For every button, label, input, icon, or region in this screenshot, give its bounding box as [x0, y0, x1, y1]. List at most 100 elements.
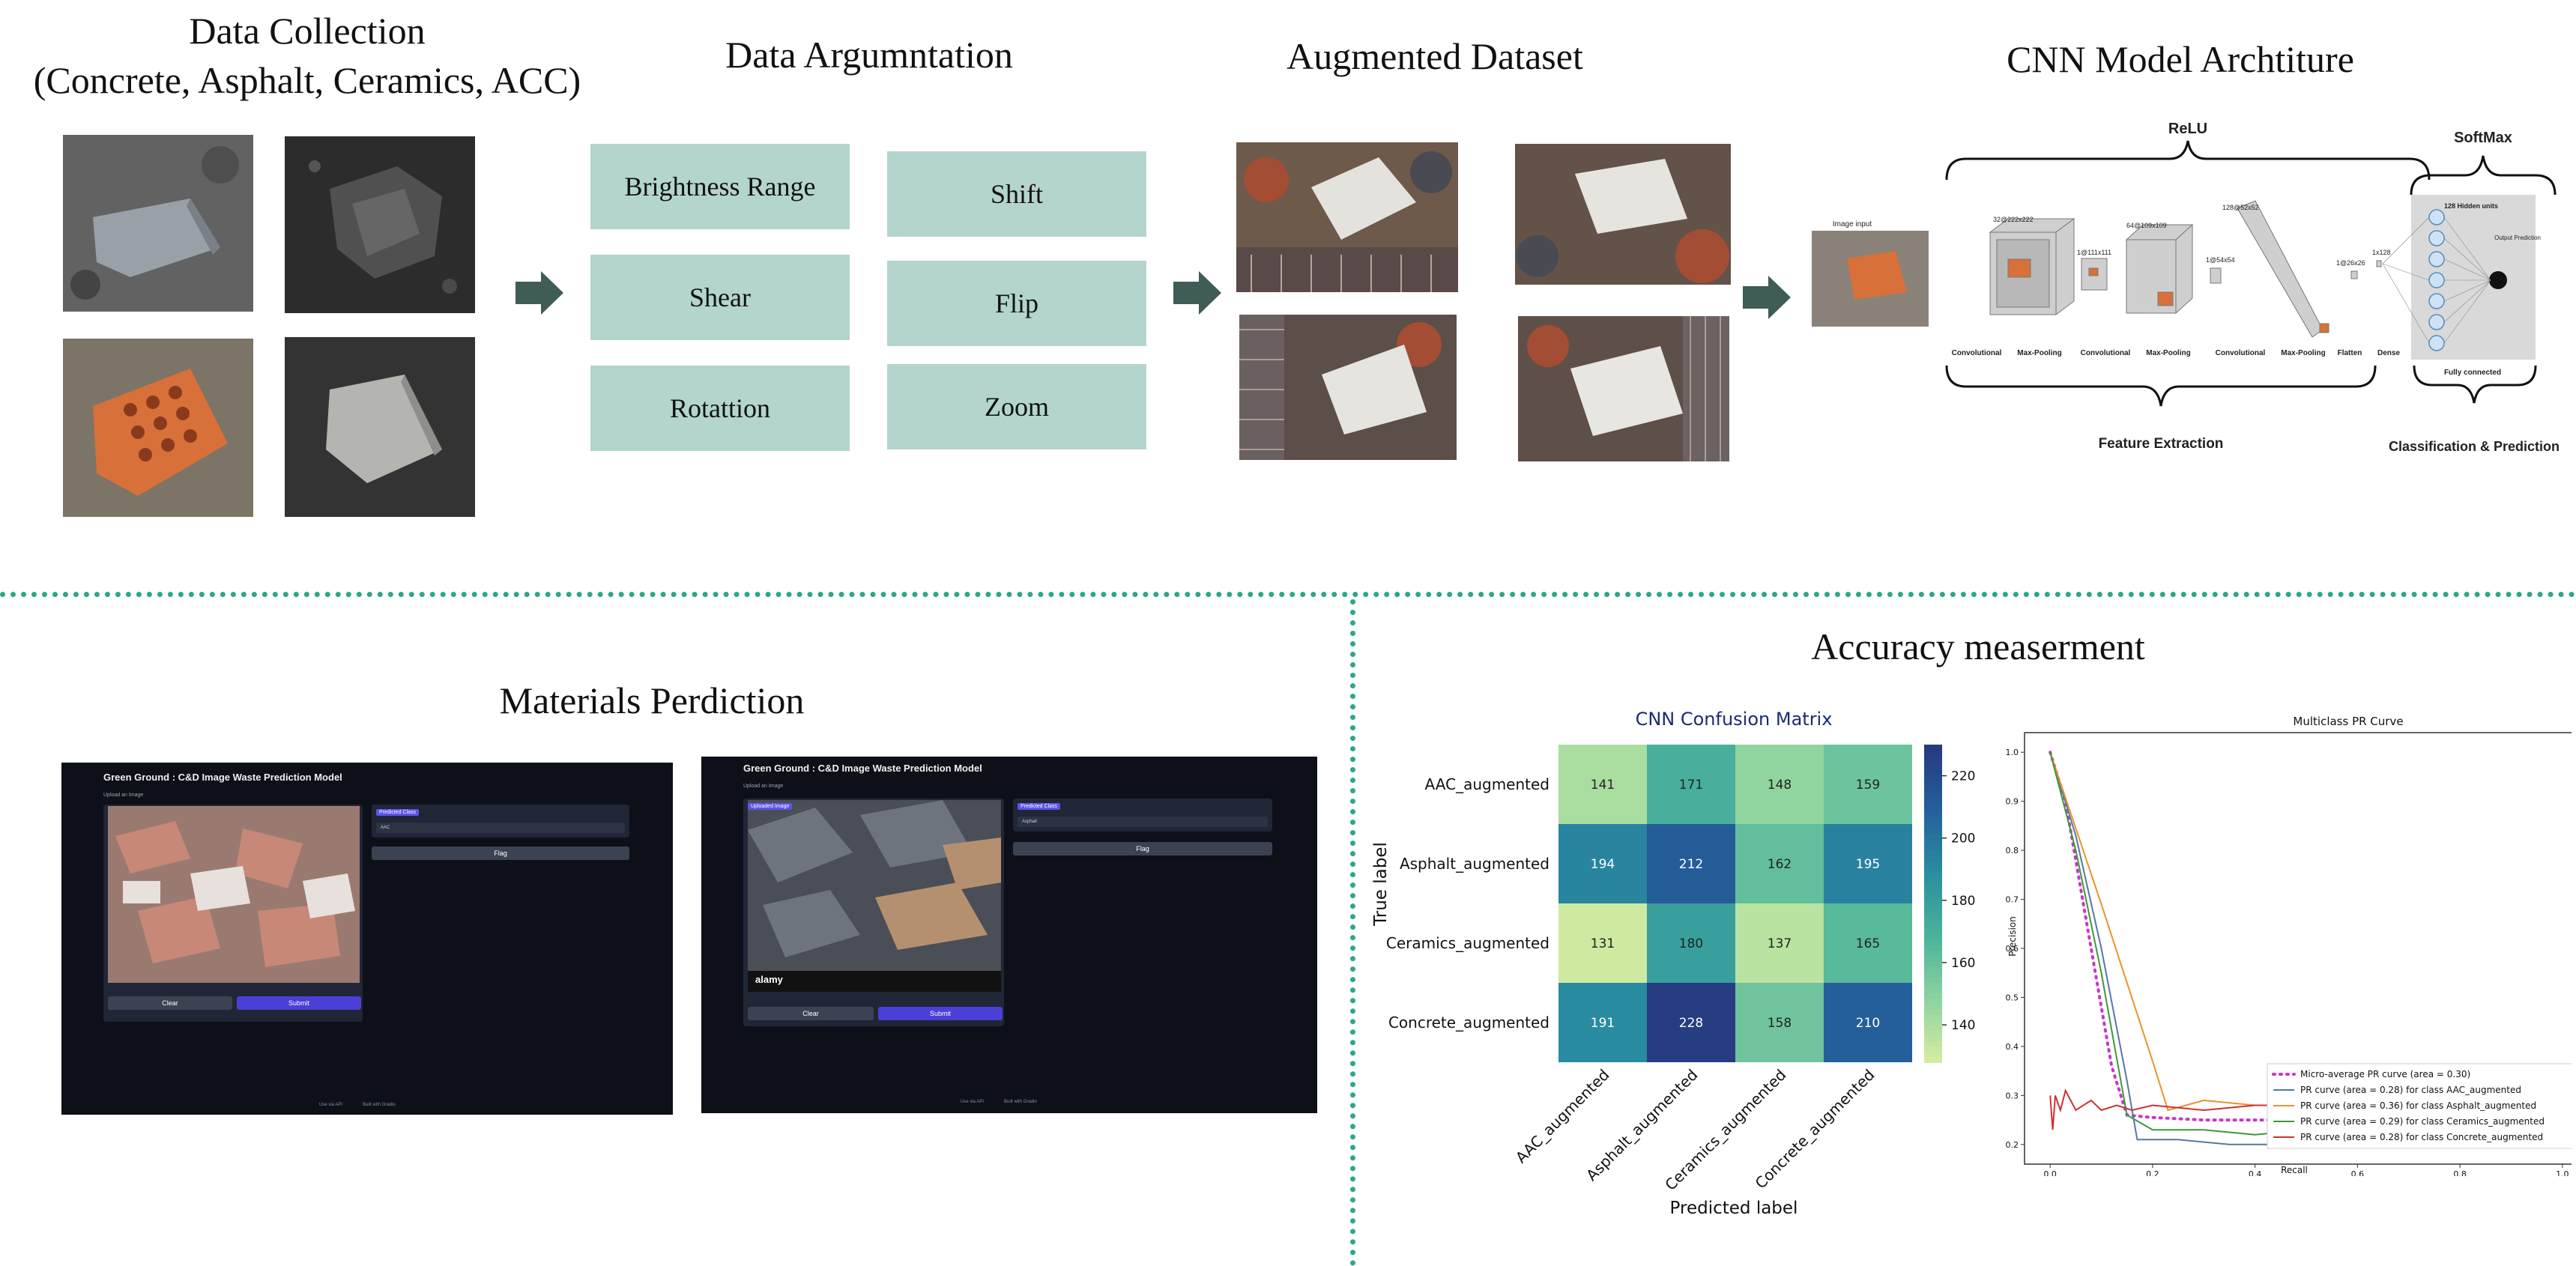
y-tick-label: 0.5	[2006, 993, 2019, 1002]
x-tick-label: 0.0	[2043, 1169, 2057, 1176]
colorbar-segment	[1924, 855, 1942, 862]
pr-series-line	[2049, 1088, 2306, 1130]
hidden-units-label: 128 Hidden units	[2444, 202, 2498, 210]
pr-curve-ylabel: Precision	[2007, 916, 2018, 957]
colorbar-segment	[1924, 951, 1942, 957]
use-api-link[interactable]: Use via API	[961, 1100, 985, 1104]
heatmap-cell	[1558, 745, 1647, 824]
colorbar-segment	[1924, 897, 1942, 904]
heatmap-value-label: 159	[1856, 778, 1880, 793]
cnn-layer-label: Flatten	[2338, 349, 2362, 357]
colorbar-segment	[1924, 1051, 1942, 1058]
heatmap-cell	[1824, 903, 1912, 983]
colorbar-tick-label: 220	[1951, 769, 1975, 784]
colorbar-segment	[1924, 909, 1942, 915]
use-api-link[interactable]: Use via API	[319, 1103, 343, 1107]
concrete-sample-photo	[63, 135, 253, 312]
x-tick-label: 0.4	[2249, 1169, 2262, 1176]
flag-button[interactable]: Flag	[1013, 842, 1272, 855]
submit-button[interactable]: Submit	[878, 1007, 1003, 1020]
augmentation-box-shift: Shift	[887, 151, 1146, 237]
colorbar-segment	[1924, 861, 1942, 867]
colorbar-segment	[1924, 871, 1942, 878]
cnn-dim-label: 1x128	[2372, 249, 2391, 256]
heatmap-cell	[1558, 903, 1647, 983]
x-tick-label: 1.0	[2556, 1169, 2569, 1176]
cnn-layer-label: Max-Pooling	[2017, 349, 2061, 357]
colorbar-segment	[1924, 781, 1942, 788]
colorbar-segment	[1924, 792, 1942, 799]
colorbar-segment	[1924, 977, 1942, 984]
y-tick-label: 0.3	[2006, 1091, 2019, 1100]
cnn-dim-label: 128@52x52	[2222, 204, 2259, 211]
predicted-class-tag: Predicted Class	[1018, 803, 1061, 810]
augmentation-box-rotation: Rotattion	[590, 366, 850, 451]
heatmap-value-label: 131	[1591, 936, 1615, 951]
heatmap-cell	[1647, 903, 1735, 983]
colorbar-segment	[1924, 813, 1942, 820]
heatmap-value-label: 228	[1679, 1016, 1703, 1031]
colorbar-segment	[1924, 999, 1942, 1005]
heatmap-cell	[1735, 824, 1824, 903]
colorbar-segment	[1924, 945, 1942, 952]
heatmap-value-label: 191	[1591, 1016, 1615, 1031]
watermark-text: alamy	[755, 974, 783, 985]
colorbar-segment	[1924, 924, 1942, 931]
pr-series-line	[2049, 751, 2307, 1136]
colorbar-segment	[1924, 1004, 1942, 1011]
colorbar-tick-label: 160	[1951, 956, 1975, 971]
heatmap-value-label: 148	[1768, 778, 1792, 793]
y-tick-label: 0.9	[2006, 797, 2019, 807]
colorbar-segment	[1924, 755, 1942, 762]
clear-button[interactable]: Clear	[748, 1007, 874, 1020]
feature-extraction-label: Feature Extraction	[2099, 436, 2224, 452]
heatmap-value-label: 194	[1591, 857, 1615, 872]
relu-label: ReLU	[2168, 121, 2207, 137]
cnn-title: CNN Model Archtiture	[2007, 38, 2354, 80]
heatmap-cell	[1824, 824, 1912, 903]
clear-button[interactable]: Clear	[108, 996, 232, 1010]
pr-curve-xlabel: Recall	[2281, 1165, 2308, 1175]
heatmap-cell	[1647, 983, 1735, 1062]
colorbar-segment	[1924, 961, 1942, 968]
y-tick-label: 1.0	[2006, 748, 2019, 757]
built-with-gradio-link[interactable]: Built with Gradio	[1004, 1100, 1037, 1104]
cnn-layer-label: Convolutional	[2081, 349, 2131, 357]
aac-sample-photo	[285, 337, 475, 517]
output-prediction-label: Output Prediction	[2494, 234, 2541, 241]
colorbar-segment	[1924, 1014, 1942, 1021]
colorbar-segment	[1924, 760, 1942, 767]
y-tick-label: 0.2	[2006, 1140, 2019, 1150]
colorbar-segment	[1924, 750, 1942, 757]
section-divider-vertical	[1350, 599, 1355, 1266]
colorbar-segment	[1924, 840, 1942, 846]
pr-curve-title: Multiclass PR Curve	[2293, 715, 2403, 728]
colorbar-segment	[1924, 1046, 1942, 1053]
legend-label: PR curve (area = 0.28) for class AAC_aug…	[2300, 1085, 2521, 1095]
colorbar-segment	[1924, 1041, 1942, 1047]
heatmap-cell	[1824, 983, 1912, 1062]
colorbar-segment	[1924, 919, 1942, 926]
heatmap-row-label: Asphalt_augmented	[1400, 855, 1549, 873]
cnn-layer-label: Convolutional	[1952, 349, 2002, 357]
heatmap-value-label: 165	[1856, 936, 1880, 951]
x-tick-label: 0.2	[2146, 1169, 2159, 1176]
uploaded-image-tag: Uploaded Image	[748, 803, 793, 810]
flag-button[interactable]: Flag	[372, 846, 629, 860]
submit-button[interactable]: Submit	[237, 996, 361, 1010]
arrow-right-icon	[1173, 271, 1221, 315]
prediction-title: Materials Perdiction	[499, 679, 805, 721]
cnn-layer-label: Max-Pooling	[2281, 349, 2325, 357]
built-with-gradio-link[interactable]: Built with Gradio	[363, 1103, 396, 1107]
colorbar-segment	[1924, 1009, 1942, 1016]
colorbar-segment	[1924, 935, 1942, 942]
augmentation-box-flip: Flip	[887, 261, 1146, 346]
colorbar-segment	[1924, 876, 1942, 883]
cnn-dim-label: 1@54x54	[2206, 256, 2235, 264]
cnn-dim-label: 1@26x26	[2336, 259, 2365, 267]
colorbar-segment	[1924, 972, 1942, 978]
heatmap-cell	[1558, 824, 1647, 903]
uploaded-image	[108, 806, 360, 983]
